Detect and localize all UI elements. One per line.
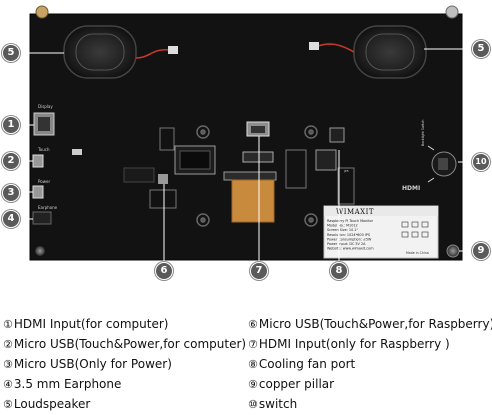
legend-number-8: ⑧ bbox=[248, 358, 258, 371]
pcb-components bbox=[72, 121, 355, 209]
legend-item-9: ⑨copper pillar bbox=[248, 377, 334, 391]
legend-number-5: ⑤ bbox=[3, 398, 13, 411]
legend-item-2: ②Micro USB(Touch&Power,for computer) bbox=[3, 337, 246, 351]
legend-label-2: Micro USB(Touch&Power,for computer) bbox=[13, 337, 247, 351]
legend-item-7: ⑦HDMI Input(only for Raspberry ) bbox=[248, 337, 450, 351]
legend-item-4: ④3.5 mm Earphone bbox=[3, 377, 121, 391]
legend-item-6: ⑥Micro USB(Touch&Power,for Raspberry) bbox=[248, 317, 492, 331]
legend-label-7: HDMI Input(only for Raspberry ) bbox=[258, 337, 450, 351]
legend-number-4: ④ bbox=[3, 378, 13, 391]
legend-label-5: Loudspeaker bbox=[13, 397, 91, 411]
legend-label-3: Micro USB(Only for Power) bbox=[13, 357, 172, 371]
callout-10: 10 bbox=[472, 153, 490, 171]
speaker-wire-right bbox=[317, 43, 355, 53]
nameplate-line: Power Consumption: ≤5W bbox=[327, 237, 372, 241]
callout-4: 4 bbox=[2, 210, 20, 228]
legend-number-1: ① bbox=[3, 318, 13, 331]
legend-number-9: ⑨ bbox=[248, 378, 258, 391]
legend-number-3: ③ bbox=[3, 358, 13, 371]
nameplate-line: Resolution: 1024*600 IPS bbox=[327, 233, 370, 237]
copper-pillar-top-right bbox=[445, 5, 459, 19]
brand-label: WIMAXIT bbox=[336, 208, 374, 216]
speaker-connector-left bbox=[168, 46, 178, 54]
monitor-back-board: Display Touch Power Earphone bbox=[18, 5, 480, 263]
legend-label-8: Cooling fan port bbox=[258, 357, 356, 371]
cert-marks bbox=[401, 221, 429, 238]
screw-bottom-left bbox=[35, 246, 45, 256]
legend-number-6: ⑥ bbox=[248, 318, 258, 331]
legend-item-1: ①HDMI Input(for computer) bbox=[3, 317, 168, 331]
legend-label-1: HDMI Input(for computer) bbox=[13, 317, 169, 331]
callout-9: 9 bbox=[472, 242, 490, 260]
speaker-connector-right bbox=[309, 42, 319, 50]
legend-label-9: copper pillar bbox=[258, 377, 335, 391]
callout-8: 8 bbox=[330, 262, 348, 280]
port-group-left bbox=[32, 112, 55, 225]
legend-item-10: ⑩switch bbox=[248, 397, 297, 411]
legend-number-7: ⑦ bbox=[248, 338, 258, 351]
port-label-touch: Touch bbox=[37, 147, 50, 152]
speaker-wire-left bbox=[135, 48, 171, 59]
legend-label-4: 3.5 mm Earphone bbox=[13, 377, 122, 391]
legend-number-10: ⑩ bbox=[248, 398, 258, 411]
leader-lines bbox=[18, 48, 480, 263]
nameplate-line: Raspberry Pi Touch Monitor bbox=[327, 219, 374, 223]
loudspeaker-left bbox=[63, 25, 137, 79]
callout-6: 6 bbox=[155, 262, 173, 280]
legend-number-2: ② bbox=[3, 338, 13, 351]
legend-label-6: Micro USB(Touch&Power,for Raspberry) bbox=[258, 317, 492, 331]
legend-item-8: ⑧Cooling fan port bbox=[248, 357, 355, 371]
legend-item-3: ③Micro USB(Only for Power) bbox=[3, 357, 172, 371]
nameplate-line: Screen Size: 10.1" bbox=[327, 228, 358, 232]
chip-label-jp5: JP5 bbox=[343, 169, 349, 173]
port-label-display: Display bbox=[38, 104, 53, 109]
backlight-switch bbox=[427, 145, 457, 183]
nameplate-line: Model No.: M1012 bbox=[327, 224, 358, 228]
switch-label: Backlight Switch bbox=[421, 120, 425, 146]
callout-5-right: 5 bbox=[472, 40, 490, 58]
nameplate-line: Website: www.wimaxit.com bbox=[327, 247, 374, 251]
made-in-label: Made in China bbox=[406, 251, 429, 255]
hdmi-logo: HDMI bbox=[402, 185, 420, 192]
nameplate bbox=[323, 205, 439, 259]
callout-5-left: 5 bbox=[2, 44, 20, 62]
port-label-power: Power bbox=[38, 179, 50, 184]
copper-pillar-top-left bbox=[35, 5, 49, 19]
legend-item-5: ⑤Loudspeaker bbox=[3, 397, 90, 411]
callout-7: 7 bbox=[250, 262, 268, 280]
mounting-holes bbox=[196, 125, 318, 227]
callout-1: 1 bbox=[2, 116, 20, 134]
callout-3: 3 bbox=[2, 184, 20, 202]
copper-pillar-bottom-right bbox=[446, 244, 460, 258]
legend-label-10: switch bbox=[258, 397, 298, 411]
flex-cable bbox=[223, 171, 277, 223]
port-label-earphone: Earphone bbox=[38, 205, 58, 210]
nameplate-line: Power Input: DC 5V 2A bbox=[327, 242, 366, 246]
loudspeaker-right bbox=[353, 25, 427, 79]
callout-2: 2 bbox=[2, 152, 20, 170]
